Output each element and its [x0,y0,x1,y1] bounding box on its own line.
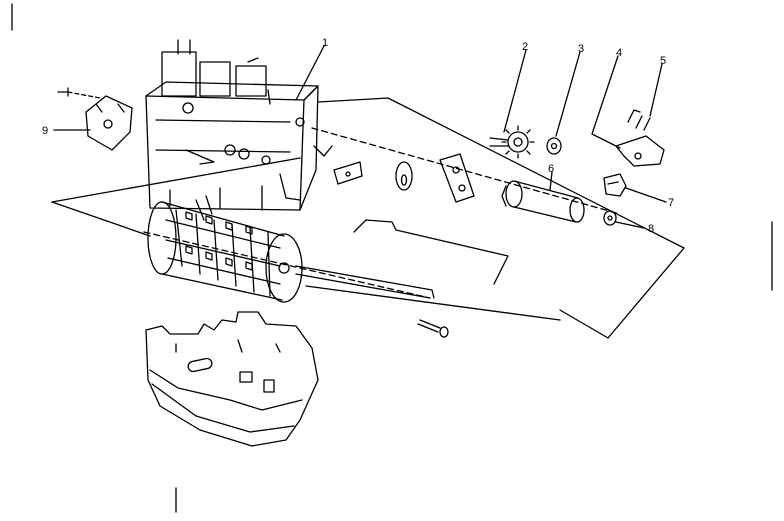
callout-label-1: 1 [322,37,328,49]
motor-bracket [85,95,133,151]
callout-label-8: 8 [648,223,654,235]
small-washer [603,210,617,226]
washer [546,137,562,155]
cover-shield [145,311,319,447]
callout-labels: 1 2 3 4 5 6 7 8 9 [42,37,674,235]
callout-label-9: 9 [42,125,48,137]
wire-link-rod [353,219,509,285]
cam-drum [147,201,303,303]
exploded-view-plane [51,97,685,339]
callout-label-3: 3 [578,43,584,55]
sleeve-shaft [501,180,585,223]
oval-washer [395,161,413,191]
callout-label-4: 4 [616,47,622,59]
callout-label-5: 5 [660,55,666,67]
leader-lines [53,45,667,229]
drum-shaft [295,265,435,299]
timer-frame [145,39,333,221]
spring-clip [603,173,627,197]
callout-label-7: 7 [668,197,674,209]
bracket-screw [57,87,101,99]
callout-label-6: 6 [548,163,554,175]
slotted-plate [439,153,475,203]
callout-label-2: 2 [522,41,528,53]
drive-gear [489,125,535,159]
lever-bracket [615,109,665,167]
small-plate [333,161,363,185]
mounting-screw [417,319,449,338]
assembly-axis [143,231,431,299]
